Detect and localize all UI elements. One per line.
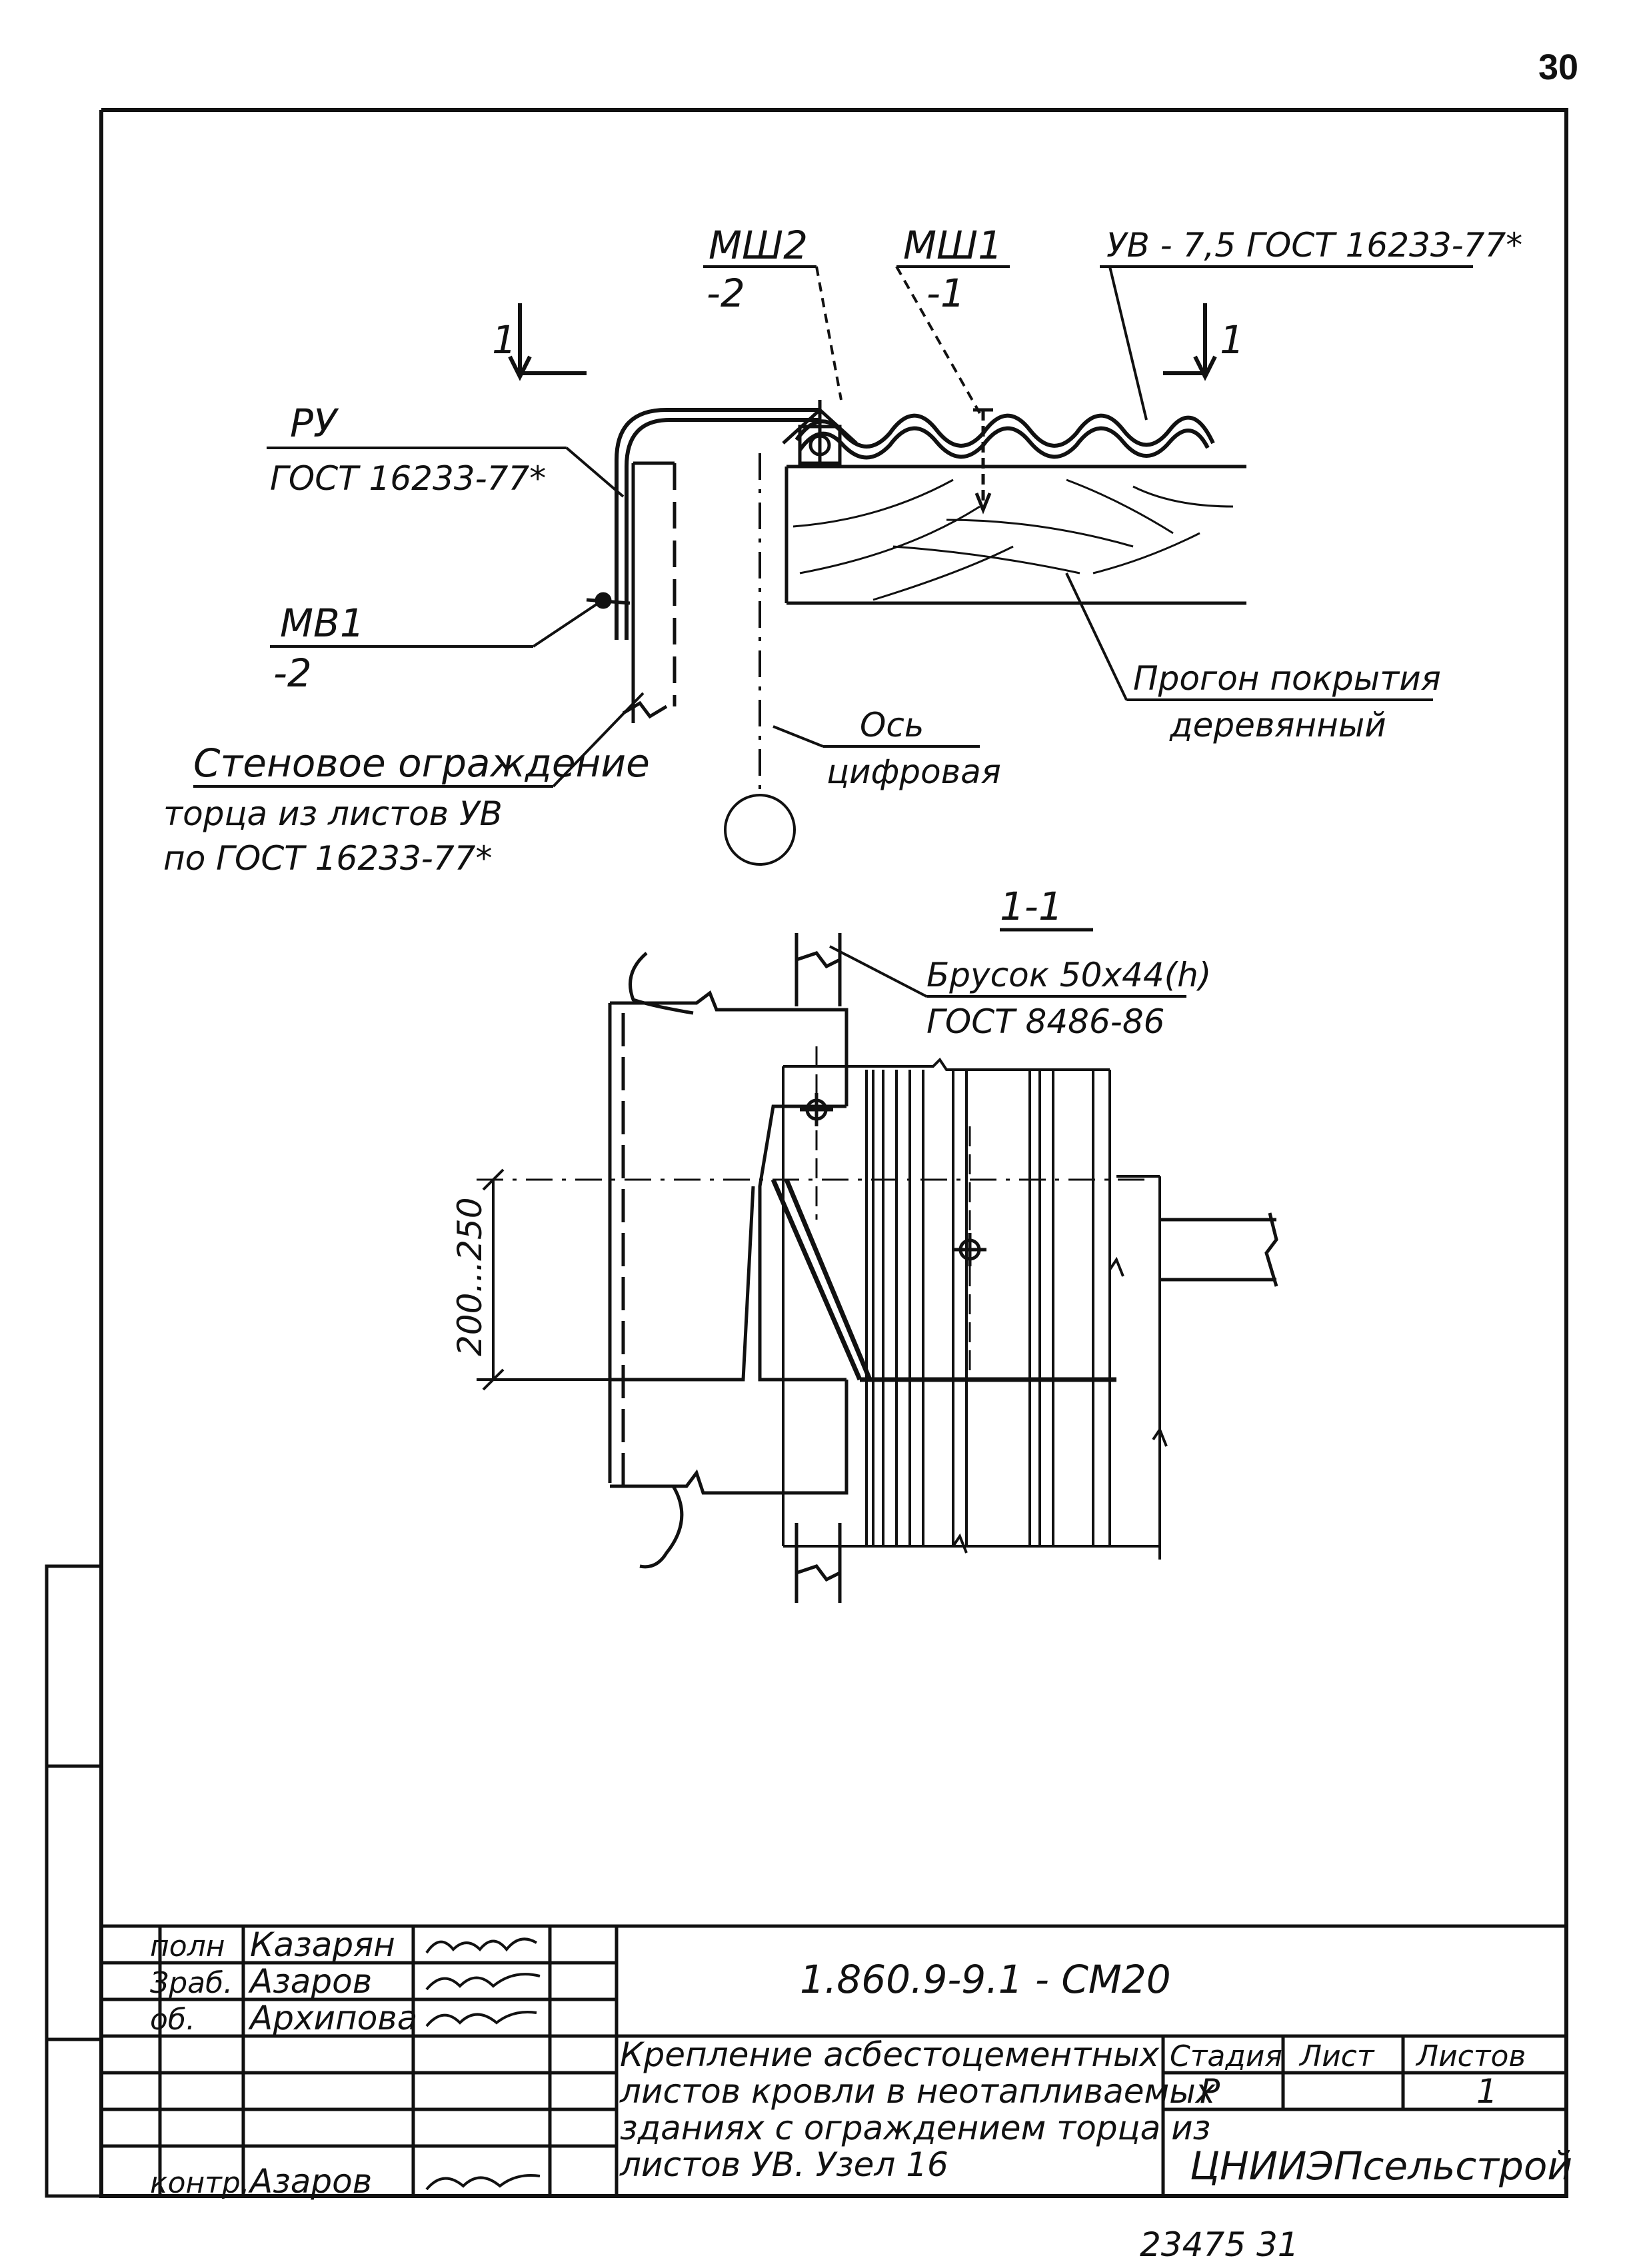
label-mv1-qty: -2 xyxy=(273,650,312,696)
sheets-value: 1 xyxy=(1476,2072,1498,2111)
label-msh2-qty: -2 xyxy=(707,271,745,316)
diagonal-flashing xyxy=(771,1178,1116,1382)
description-3: зданиях с ограждением торца из xyxy=(620,2109,1210,2147)
ridge-flashing xyxy=(615,408,820,640)
axis-marker xyxy=(724,453,796,866)
hook-msh2 xyxy=(782,400,858,467)
label-axis-1: Ось xyxy=(860,706,924,744)
description-1: Крепление асбестоцементных xyxy=(620,2035,1159,2074)
title-block-frame xyxy=(101,1924,1566,2196)
section-title: 1-1 xyxy=(1000,884,1063,929)
section-mark-left xyxy=(508,303,587,381)
wooden-purlin xyxy=(785,465,1246,605)
description-4: листов УВ. Узел 16 xyxy=(619,2145,948,2184)
side-stamp xyxy=(45,1564,103,2198)
section-mark-right-label: 1 xyxy=(1220,317,1244,363)
beam-leader xyxy=(829,945,1186,998)
section-mark-right xyxy=(1163,303,1217,381)
section-mark-left-label: 1 xyxy=(492,317,517,363)
name-2: Архипова xyxy=(248,1999,417,2037)
signature-1 xyxy=(425,1973,541,1991)
label-purlin-2: деревянный xyxy=(1169,706,1386,744)
dimension-line xyxy=(477,1168,610,1391)
page-number: 30 xyxy=(1538,47,1579,87)
organization: ЦНИИЭПсельстрой xyxy=(1190,2143,1572,2189)
hook-msh1 xyxy=(973,408,993,515)
label-axis-2: цифровая xyxy=(826,752,1001,791)
role-2: об. xyxy=(150,2003,195,2037)
purlin-stub xyxy=(1160,1212,1278,1287)
label-msh2: МШ2 xyxy=(709,223,808,268)
role-1: Зраб. xyxy=(150,1966,233,2000)
name-7: Азаров xyxy=(248,2162,372,2201)
label-mv1: МВ1 xyxy=(280,600,365,646)
stage-header: Стадия xyxy=(1170,2039,1282,2073)
label-msh1: МШ1 xyxy=(903,223,1002,268)
sheet-header: Лист xyxy=(1298,2039,1375,2073)
name-1: Азаров xyxy=(248,1962,372,2001)
stage-value: Р xyxy=(1200,2072,1220,2111)
end-wall-sheet xyxy=(622,461,677,723)
role-7: контр. xyxy=(150,2166,250,2200)
corrugated-roof-sheet xyxy=(795,413,1215,460)
section-wall-sheet xyxy=(608,952,848,1569)
label-ru: РУ xyxy=(290,401,339,446)
signature-7 xyxy=(425,2174,541,2191)
label-purlin-1: Прогон покрытия xyxy=(1133,659,1441,698)
bolt-mv1 xyxy=(586,592,631,609)
title-block-names: Казарян Азаров Архипова Азаров xyxy=(248,1925,417,2201)
signature-0 xyxy=(425,1937,538,1954)
label-wall-1: Стеновое ограждение xyxy=(193,740,650,786)
role-0: полн xyxy=(150,1929,225,1963)
drawing-code: 1.860.9-9.1 - СМ20 xyxy=(800,1957,1171,2002)
label-wall-3: по ГОСТ 16233-77* xyxy=(163,839,492,878)
sheet-frame xyxy=(99,108,1568,2198)
signature-2 xyxy=(425,2011,537,2027)
title-block-roles: полн Зраб. об. контр. xyxy=(150,1929,250,2200)
name-0: Казарян xyxy=(250,1925,395,1964)
sheets-header: Листов xyxy=(1415,2039,1526,2073)
label-beam-2: ГОСТ 8486-86 xyxy=(926,1002,1164,1041)
dimension-label: 200...250 xyxy=(451,1197,489,1356)
lap-sheet xyxy=(610,1104,846,1382)
label-msh1-qty: -1 xyxy=(926,271,965,316)
description-2: листов кровли в неотапливаемых xyxy=(619,2072,1216,2111)
label-beam-1: Брусок 50х44(h) xyxy=(926,956,1211,994)
top-leaders xyxy=(193,265,1473,788)
signatures xyxy=(425,1937,541,2191)
vertical-bar xyxy=(795,933,842,1603)
label-ru-gost: ГОСТ 16233-77* xyxy=(270,459,546,498)
label-uv-sheet: УВ - 7,5 ГОСТ 16233-77* xyxy=(1106,226,1522,265)
section-corrugations xyxy=(782,1057,1168,1560)
footer-number: 23475 31 xyxy=(1140,2225,1299,2264)
label-wall-2: торца из листов УВ xyxy=(163,794,503,833)
